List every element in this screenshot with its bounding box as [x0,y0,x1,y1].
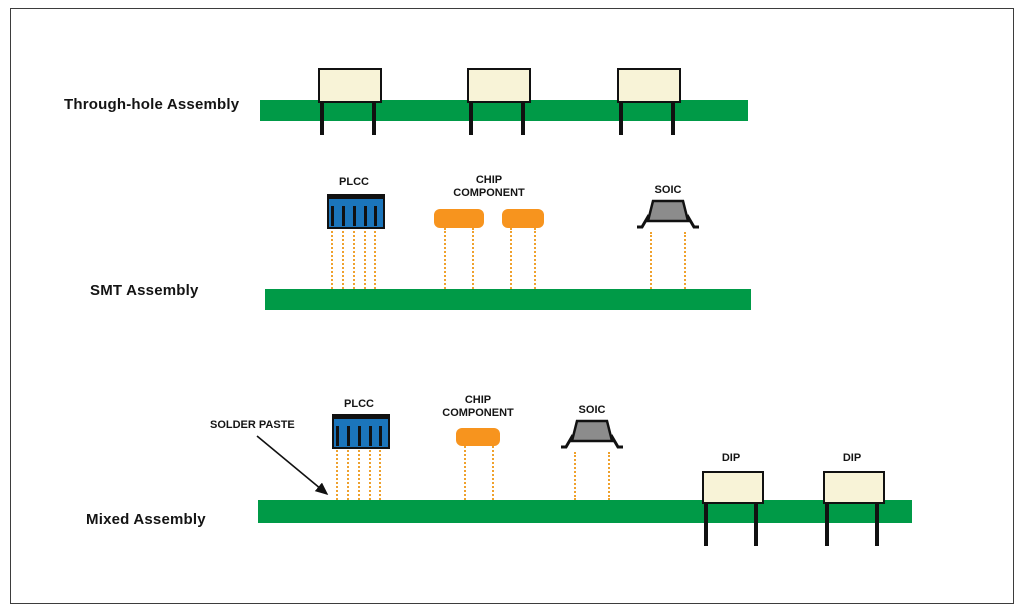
dip-component-2: DIP [823,452,885,546]
reflow-dotted-line [374,226,376,289]
component-leg [469,81,473,135]
reflow-dotted-line [608,452,610,500]
component-leg [521,81,525,135]
row-label-mixed: Mixed Assembly [86,511,206,528]
dip-body [702,471,764,504]
component-leg [704,482,708,546]
reflow-dotted-line [684,232,686,289]
plcc-label: PLCC [344,398,374,410]
component-leg [619,81,623,135]
plcc-label: PLCC [339,176,369,188]
pcb-board-smt [265,289,751,310]
component-leg [320,81,324,135]
soic-component-smt: SOIC [636,184,700,289]
reflow-dotted-line [650,232,652,289]
component-leg [875,482,879,546]
plcc-pin [379,426,382,446]
pcb-board-mixed [258,500,912,523]
chip-component-body [502,209,544,228]
through-hole-component-body [467,68,531,103]
reflow-dotted-line [574,452,576,500]
component-leg [372,81,376,135]
dip-label: DIP [842,452,862,464]
reflow-dotted-line [364,226,366,289]
reflow-dotted-line [534,228,536,289]
reflow-dotted-line [472,228,474,289]
solder-paste-label: SOLDER PASTE [210,419,295,431]
dip-body [823,471,885,504]
plcc-pin [347,426,350,446]
plcc-pin [364,206,367,226]
reflow-dotted-line [353,226,355,289]
through-hole-component-body [617,68,681,103]
plcc-pin [353,206,356,226]
reflow-dotted-line [379,446,381,500]
row-label-through-hole: Through-hole Assembly [64,96,240,113]
plcc-pin [369,426,372,446]
plcc-pin [331,206,334,226]
plcc-component-smt: PLCC [327,176,385,289]
chip-component-body [456,428,500,446]
chip-component-label: CHIP COMPONENT [453,174,525,199]
diagram-border [10,8,1014,604]
reflow-dotted-line [336,446,338,500]
through-hole-component-1 [318,68,382,135]
reflow-dotted-line [358,446,360,500]
through-hole-component-body [318,68,382,103]
through-hole-component-2 [467,68,531,135]
reflow-dotted-line [492,446,494,500]
chip-component-smt: CHIP COMPONENT [434,174,544,289]
through-hole-component-3 [617,68,681,135]
soic-label: SOIC [654,184,682,196]
component-leg [671,81,675,135]
reflow-dotted-line [510,228,512,289]
reflow-dotted-line [464,446,466,500]
reflow-dotted-line [342,226,344,289]
reflow-dotted-line [347,446,349,500]
row-label-smt: SMT Assembly [90,282,199,299]
component-leg [754,482,758,546]
reflow-dotted-line [444,228,446,289]
soic-label: SOIC [578,404,606,416]
dip-component-1: DIP [702,452,764,546]
plcc-pin [336,426,339,446]
chip-component-mixed: CHIP COMPONENT [442,394,514,500]
component-leg [825,482,829,546]
chip-component-body [434,209,484,228]
soic-component-mixed: SOIC [560,404,624,500]
soic-body [637,199,699,229]
reflow-dotted-line [369,446,371,500]
pcb-board-through-hole [260,100,748,121]
plcc-component-mixed: PLCC [332,398,390,500]
reflow-dotted-line [331,226,333,289]
solder-paste-arrow [256,435,329,496]
soic-body [561,419,623,449]
dip-label: DIP [721,452,741,464]
plcc-pin [374,206,377,226]
plcc-pin [358,426,361,446]
chip-component-label: CHIP COMPONENT [442,394,514,419]
plcc-pin [342,206,345,226]
